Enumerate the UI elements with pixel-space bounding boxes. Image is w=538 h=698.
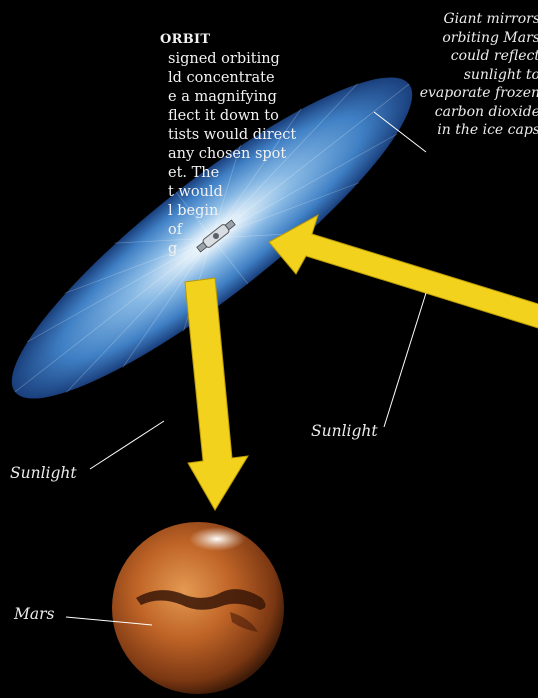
- body-line: e a magnifying: [168, 88, 277, 107]
- body-line: signed orbiting: [168, 50, 280, 69]
- leader-line-sunlight-right: [384, 293, 426, 427]
- mirror-caption-line: orbiting Mars: [420, 29, 538, 48]
- sunlight-arrow-outgoing: [185, 278, 248, 510]
- mirror-caption-line: sunlight to: [420, 66, 538, 85]
- body-line: g: [168, 240, 177, 259]
- body-line: flect it down to: [168, 107, 279, 126]
- mars-label: Mars: [14, 605, 54, 623]
- body-line: et. The: [168, 164, 219, 183]
- mirror-caption: Giant mirrors orbiting Mars could reflec…: [420, 10, 538, 140]
- body-paragraph: signed orbiting ld concentrate e a magni…: [0, 50, 170, 320]
- body-line: tists would direct: [168, 126, 296, 145]
- body-line: l begin: [168, 202, 218, 221]
- mirror-caption-line: evaporate frozen: [420, 84, 538, 103]
- mirror-caption-line: could reflect: [420, 47, 538, 66]
- mirror-caption-line: Giant mirrors: [420, 10, 538, 29]
- body-line: any chosen spot: [168, 145, 286, 164]
- section-heading: ORBIT: [160, 32, 210, 47]
- sunlight-label-right: Sunlight: [311, 422, 378, 440]
- body-line: of: [168, 221, 182, 240]
- body-line: t would: [168, 183, 223, 202]
- sunlight-arrow-incoming: [269, 215, 538, 328]
- sunlight-label-left: Sunlight: [10, 464, 77, 482]
- body-line: ld concentrate: [168, 69, 275, 88]
- leader-line-sunlight-left: [90, 421, 164, 469]
- mars-planet: [112, 522, 284, 694]
- mirror-caption-line: carbon dioxide: [420, 103, 538, 122]
- mirror-caption-line: in the ice caps: [420, 121, 538, 140]
